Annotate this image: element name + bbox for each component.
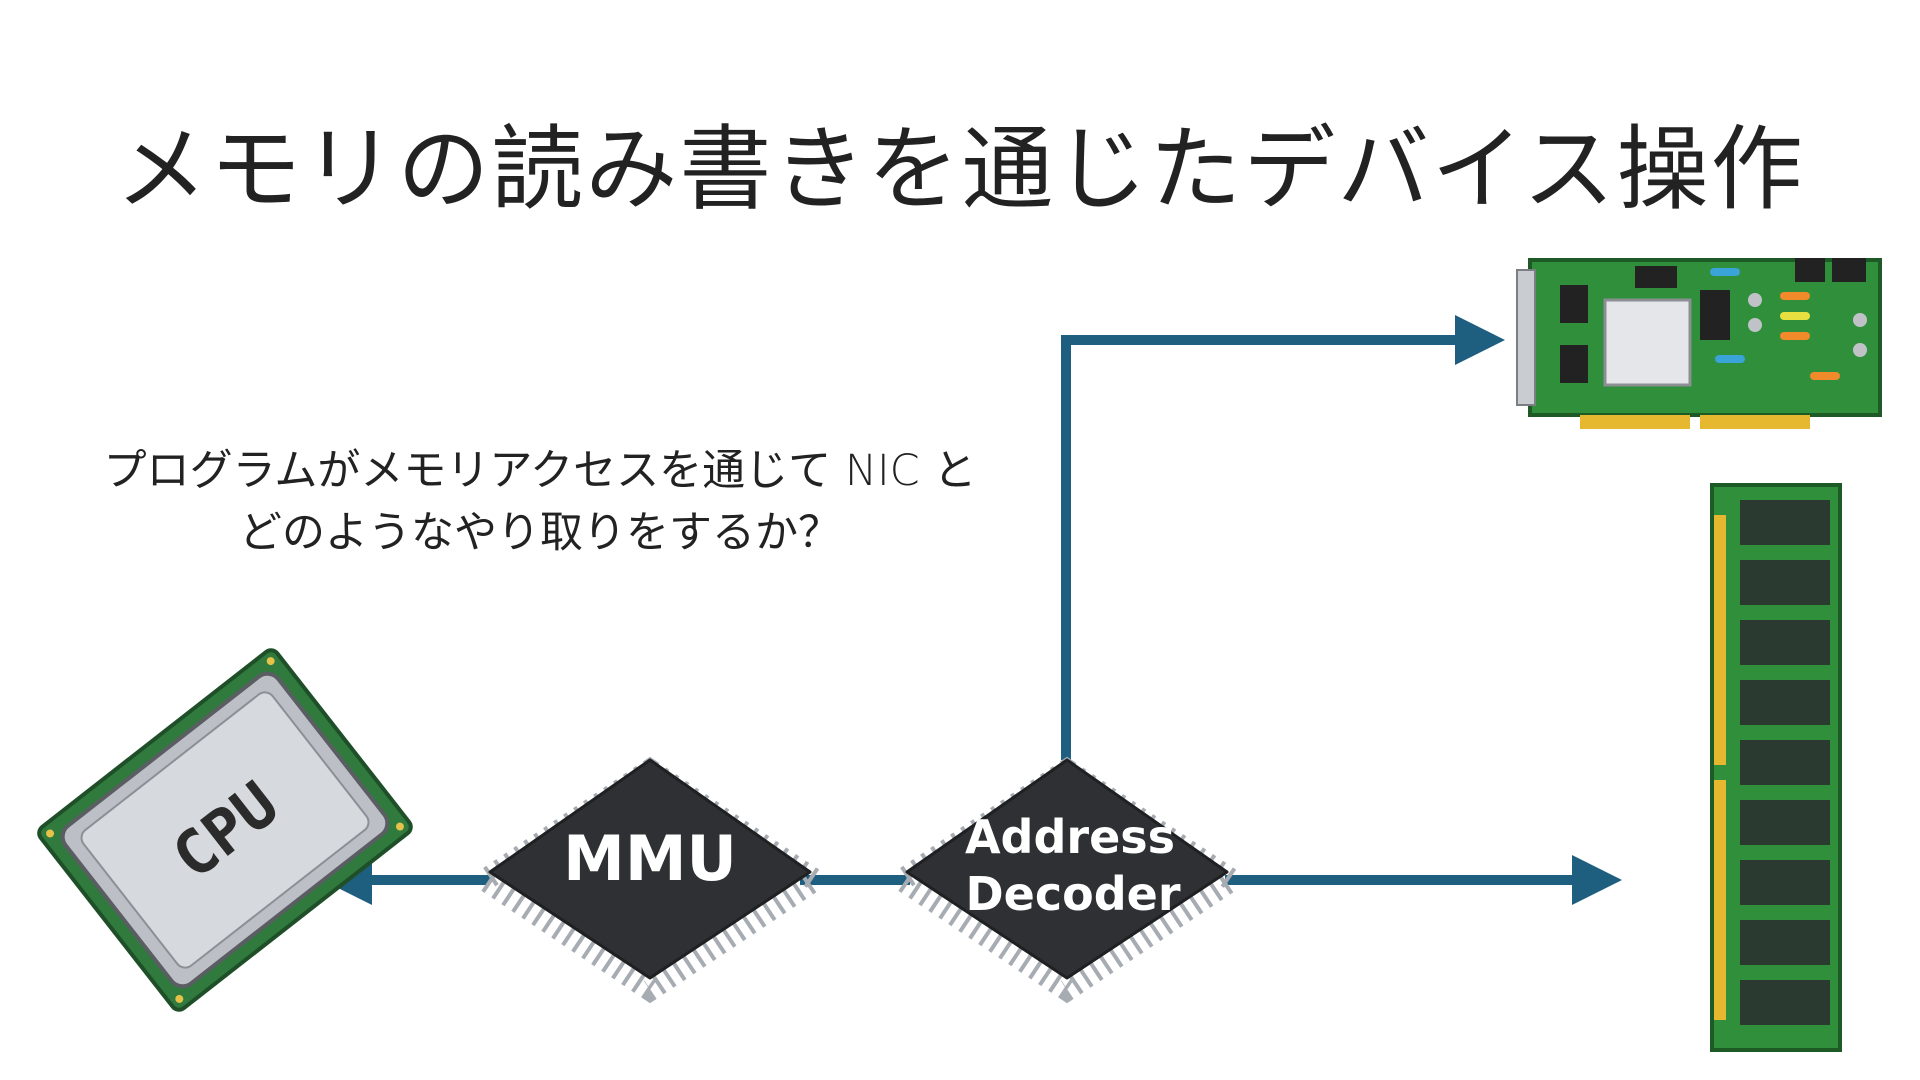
mmu-label: MMU — [563, 822, 737, 895]
decoder-label-line-1: Address — [965, 810, 1175, 864]
connections — [322, 315, 1622, 905]
question-line-2: どのようなやり取りをするか？ — [239, 508, 841, 558]
nic-card-icon — [1516, 258, 1882, 429]
arrow-to-nic — [1061, 315, 1505, 760]
question-line-1: プログラムがメモリアクセスを通じて NIC と — [103, 446, 977, 496]
mmu-chip: MMU — [465, 756, 835, 1004]
ram-module-icon — [1710, 483, 1842, 1052]
address-decoder-chip: Address Decoder — [882, 756, 1252, 1004]
slide-title: メモリの読み書きを通じたデバイス操作 — [115, 116, 1805, 223]
cpu-icon: CPU — [37, 648, 413, 1012]
decoder-body — [905, 758, 1229, 980]
mmu-body — [488, 758, 812, 980]
question-text: プログラムがメモリアクセスを通じて NIC と どのようなやり取りをするか？ — [40, 440, 1040, 564]
decoder-label-line-2: Decoder — [965, 867, 1180, 921]
